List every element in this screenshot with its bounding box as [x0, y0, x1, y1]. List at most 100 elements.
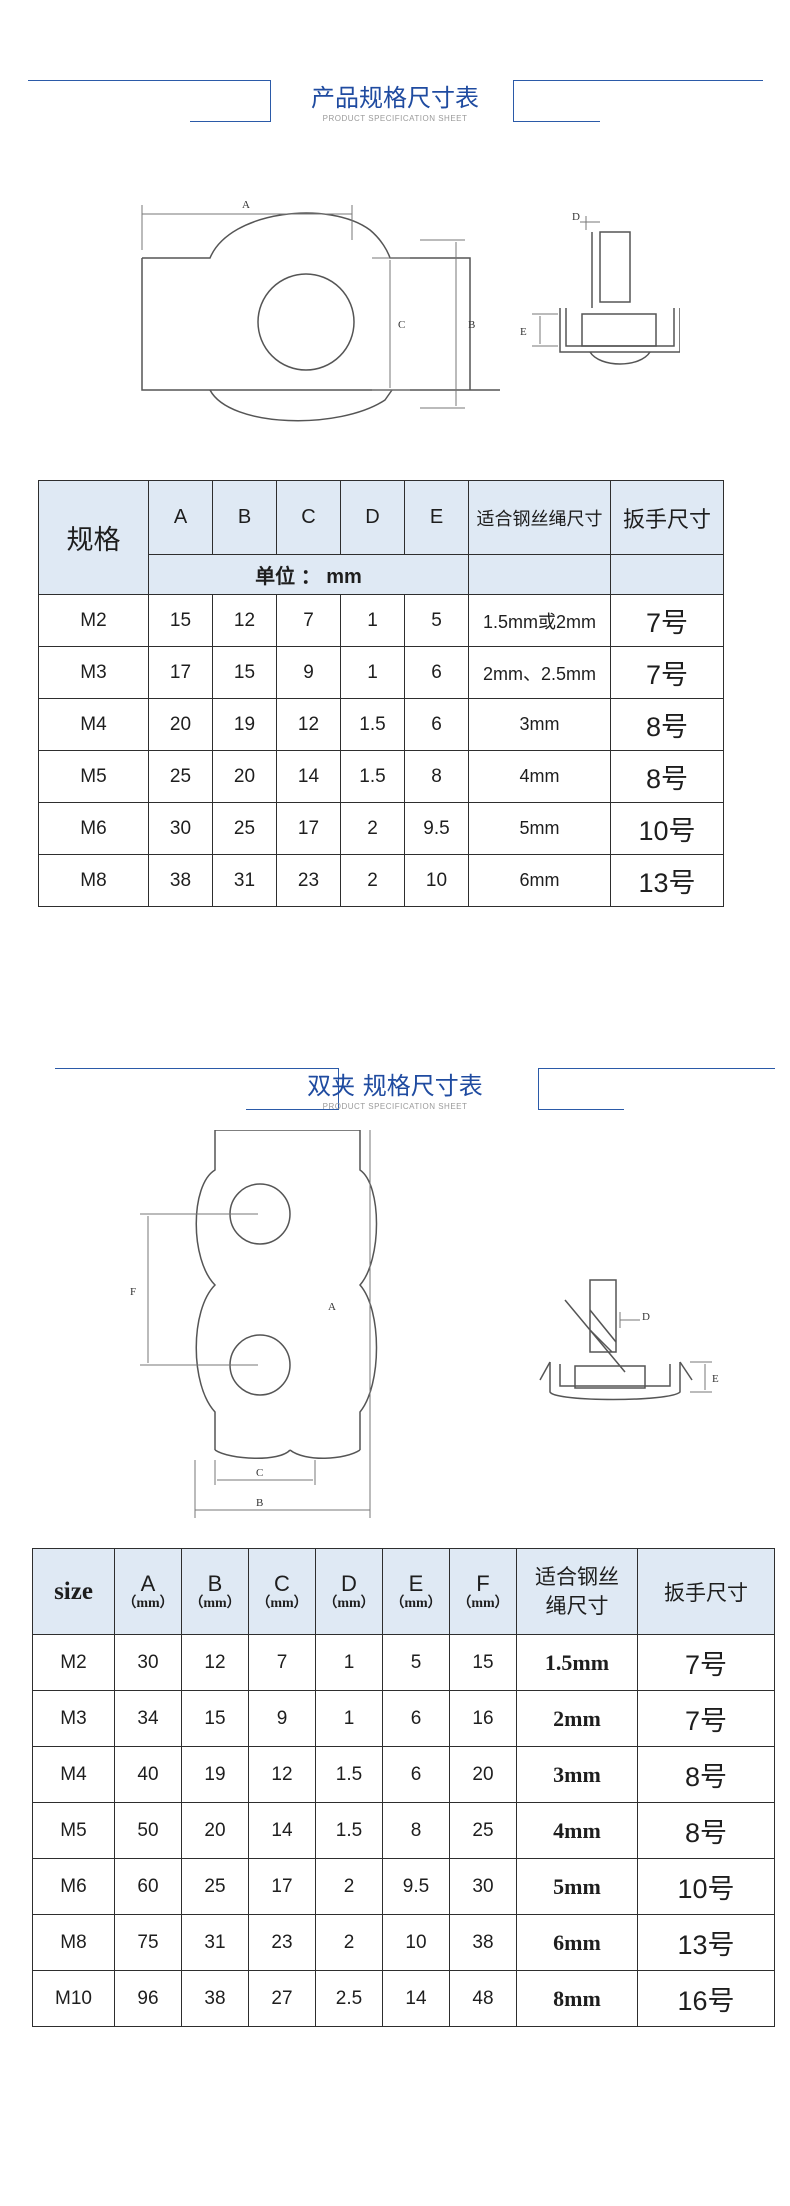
- cell-dim: 50: [114, 1802, 182, 1859]
- cell-dim: 25: [181, 1858, 249, 1915]
- cell-dim: 25: [212, 802, 277, 855]
- cell-dim: 10: [382, 1914, 450, 1971]
- cell-wire-size: 8mm: [516, 1970, 638, 2027]
- header-c: C: [276, 480, 341, 555]
- cell-wire-size: 2mm: [516, 1690, 638, 1747]
- cell-dim: 40: [114, 1746, 182, 1803]
- cell-dim: 20: [212, 750, 277, 803]
- cell-size: M5: [38, 750, 149, 803]
- header-line-right-top: [513, 80, 763, 81]
- cell-dim: 2: [340, 802, 405, 855]
- dim-label-d: D: [572, 211, 580, 223]
- section1-title: 产品规格尺寸表: [311, 84, 479, 112]
- double-clamp-spec-table: size A（mm） B（mm） C（mm） D（mm） E（mm） F（mm）…: [32, 1548, 775, 2027]
- header-b: B（mm）: [181, 1548, 249, 1635]
- cell-dim: 5: [382, 1634, 450, 1691]
- header-c: C（mm）: [248, 1548, 316, 1635]
- cell-dim: 6: [382, 1690, 450, 1747]
- cell-wrench-size: 8号: [610, 750, 724, 803]
- cell-dim: 19: [212, 698, 277, 751]
- cell-wire-size: 4mm: [468, 750, 611, 803]
- cell-dim: 12: [181, 1634, 249, 1691]
- cell-dim: 1.5: [315, 1802, 383, 1859]
- cell-wrench-size: 16号: [637, 1970, 775, 2027]
- cell-wire-size: 3mm: [468, 698, 611, 751]
- cell-wrench-size: 8号: [610, 698, 724, 751]
- cell-wire-size: 5mm: [468, 802, 611, 855]
- cell-size: M2: [32, 1634, 115, 1691]
- dim-label-b: B: [468, 319, 475, 331]
- cell-dim: 9.5: [404, 802, 469, 855]
- cell-dim: 2: [315, 1858, 383, 1915]
- cell-dim: 23: [276, 854, 341, 907]
- header-wire-blank: [468, 554, 611, 595]
- header-wrench-size: 扳手尺寸: [637, 1548, 775, 1635]
- cell-wire-size: 1.5mm: [516, 1634, 638, 1691]
- header-line-left-top: [28, 80, 271, 81]
- cell-dim: 15: [181, 1690, 249, 1747]
- header-e: E: [404, 480, 469, 555]
- cell-size: M8: [38, 854, 149, 907]
- header-e: E（mm）: [382, 1548, 450, 1635]
- cell-dim: 1.5: [315, 1746, 383, 1803]
- cell-dim: 17: [248, 1858, 316, 1915]
- section1-subtitle: PRODUCT SPECIFICATION SHEET: [322, 114, 468, 123]
- cell-dim: 48: [449, 1970, 517, 2027]
- dim-label-a: A: [242, 199, 250, 211]
- cell-dim: 2.5: [315, 1970, 383, 2027]
- cell-dim: 7: [276, 594, 341, 647]
- cell-dim: 10: [404, 854, 469, 907]
- cell-dim: 2: [340, 854, 405, 907]
- header-line-right-bottom: [538, 1109, 624, 1110]
- cell-dim: 6: [404, 698, 469, 751]
- header-line-left-vertical: [338, 1068, 339, 1110]
- dim-label-b: B: [256, 1497, 263, 1509]
- header-line-right-top: [538, 1068, 775, 1069]
- cell-wire-size: 4mm: [516, 1802, 638, 1859]
- cell-wrench-size: 13号: [637, 1914, 775, 1971]
- cell-dim: 75: [114, 1914, 182, 1971]
- cell-dim: 9: [276, 646, 341, 699]
- cell-dim: 23: [248, 1914, 316, 1971]
- cell-wire-size: 1.5mm或2mm: [468, 594, 611, 647]
- cell-dim: 38: [449, 1914, 517, 1971]
- cell-dim: 96: [114, 1970, 182, 2027]
- header-line-left-bottom: [246, 1109, 339, 1110]
- cell-wire-size: 6mm: [468, 854, 611, 907]
- header-line-right-bottom: [513, 121, 600, 122]
- header-d: D: [340, 480, 405, 555]
- cell-dim: 60: [114, 1858, 182, 1915]
- dim-label-e: E: [712, 1373, 719, 1385]
- header-unit: 单位 ： mm: [148, 554, 469, 595]
- cell-dim: 5: [404, 594, 469, 647]
- cell-dim: 14: [248, 1802, 316, 1859]
- cell-wrench-size: 7号: [637, 1634, 775, 1691]
- header-wire-size: 适合钢丝绳尺寸: [468, 480, 611, 555]
- cell-dim: 34: [114, 1690, 182, 1747]
- cell-dim: 9.5: [382, 1858, 450, 1915]
- header-b: B: [212, 480, 277, 555]
- cell-dim: 30: [148, 802, 213, 855]
- cell-wire-size: 3mm: [516, 1746, 638, 1803]
- cell-dim: 30: [449, 1858, 517, 1915]
- cell-wrench-size: 8号: [637, 1802, 775, 1859]
- header-wrench-blank: [610, 554, 724, 595]
- cell-dim: 1: [315, 1634, 383, 1691]
- cell-dim: 9: [248, 1690, 316, 1747]
- cell-dim: 17: [276, 802, 341, 855]
- header-size: size: [32, 1548, 115, 1635]
- cell-dim: 14: [276, 750, 341, 803]
- cell-dim: 6: [404, 646, 469, 699]
- header-line-left-top: [55, 1068, 339, 1069]
- cell-wrench-size: 7号: [610, 594, 724, 647]
- cell-wrench-size: 13号: [610, 854, 724, 907]
- header-d: D（mm）: [315, 1548, 383, 1635]
